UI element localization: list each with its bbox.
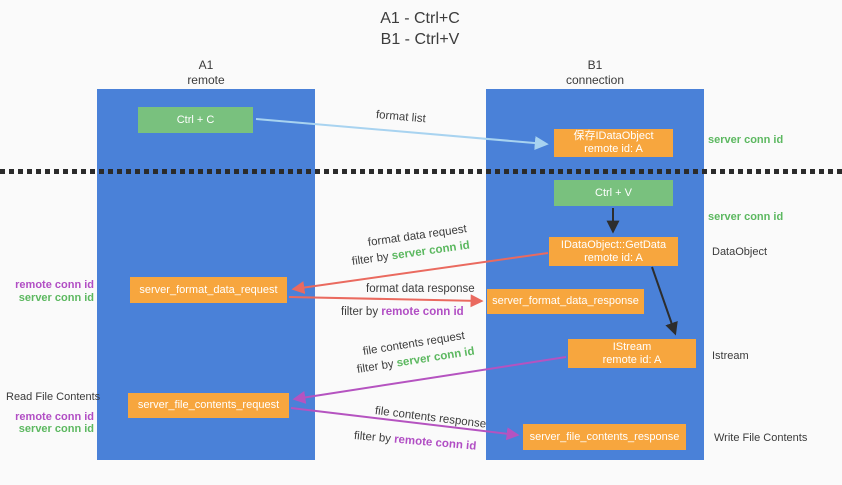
- remote-conn-id-text: remote conn id: [381, 306, 464, 318]
- filter-by-remote-conn-id-label-2: filter by remote conn id: [353, 430, 476, 453]
- column-b1-subtitle: connection: [565, 73, 625, 87]
- remote-conn-id-label-left-top: remote conn id: [15, 279, 94, 291]
- server-conn-id-label-left-bottom: server conn id: [18, 423, 94, 435]
- server-conn-id-label-left-top: server conn id: [18, 291, 94, 304]
- conn-id-block-top-left: remote conn id server conn id: [6, 279, 94, 304]
- getdata-line2: remote id: A: [584, 251, 643, 264]
- save-idataobject-line1: 保存IDataObject: [573, 130, 654, 142]
- remote-conn-id-text: remote conn id: [393, 433, 477, 453]
- diagram-title: A1 - Ctrl+C B1 - Ctrl+V: [330, 8, 510, 50]
- istream-box: IStream remote id: A: [568, 339, 696, 368]
- read-file-contents-label: Read File Contents: [6, 391, 101, 403]
- write-file-contents-label: Write File Contents: [714, 432, 808, 444]
- file-request-label: server_file_contents_request: [137, 399, 280, 411]
- session-divider-dotted-line: [0, 169, 842, 174]
- filter-by-text: filter by: [341, 306, 382, 318]
- column-header-b1: B1 connection: [515, 58, 675, 88]
- istream-line2: remote id: A: [602, 353, 662, 366]
- dataobject-label: DataObject: [712, 246, 768, 258]
- remote-conn-id-label-left-bottom: remote conn id: [15, 410, 94, 423]
- istream-side-label: Istream: [712, 350, 749, 362]
- title-line-2: B1 - Ctrl+V: [380, 31, 460, 48]
- conn-id-block-bottom-left: Read File Contents remote conn id server…: [6, 391, 101, 436]
- save-idataobject-box: 保存IDataObject remote id: A: [554, 129, 673, 157]
- server-format-data-request-box: server_format_data_request: [130, 277, 287, 303]
- getdata-line1: IDataObject::GetData: [560, 238, 667, 251]
- column-header-a1: A1 remote: [126, 58, 286, 88]
- title-line-1: A1 - Ctrl+C: [380, 10, 460, 27]
- column-a1-subtitle: remote: [187, 73, 225, 87]
- ctrl-v-box: Ctrl + V: [554, 180, 673, 206]
- file-response-label: server_file_contents_response: [529, 430, 680, 443]
- server-file-contents-response-box: server_file_contents_response: [523, 424, 686, 450]
- server-format-data-response-box: server_format_data_response: [487, 289, 644, 314]
- format-data-response-arrow: [288, 294, 484, 308]
- save-idataobject-line2: remote id: A: [584, 143, 643, 155]
- filter-by-text: filter by: [353, 430, 395, 446]
- filter-by-text: filter by: [356, 357, 398, 376]
- ctrl-c-box: Ctrl + C: [138, 107, 253, 133]
- file-contents-response-label: file contents response: [374, 405, 487, 431]
- format-list-label: format list: [375, 109, 427, 126]
- server-conn-id-label-right-mid: server conn id: [708, 211, 784, 223]
- server-conn-id-label-right-top: server conn id: [708, 134, 784, 146]
- ctrl-v-label: Ctrl + V: [595, 186, 632, 199]
- istream-line1: IStream: [612, 340, 652, 353]
- filter-by-remote-conn-id-label-1: filter by remote conn id: [341, 306, 464, 318]
- server-file-contents-request-box: server_file_contents_request: [128, 393, 289, 418]
- spacer: [6, 404, 94, 411]
- column-b1-id: B1: [587, 58, 603, 72]
- column-a1-id: A1: [198, 58, 214, 72]
- format-response-label: server_format_data_response: [492, 295, 639, 307]
- ctrl-c-label: Ctrl + C: [176, 113, 215, 126]
- format-request-label: server_format_data_request: [139, 283, 278, 296]
- filter-by-text: filter by: [351, 250, 393, 268]
- format-data-response-label: format data response: [366, 283, 475, 295]
- idataobject-getdata-box: IDataObject::GetData remote id: A: [549, 237, 678, 266]
